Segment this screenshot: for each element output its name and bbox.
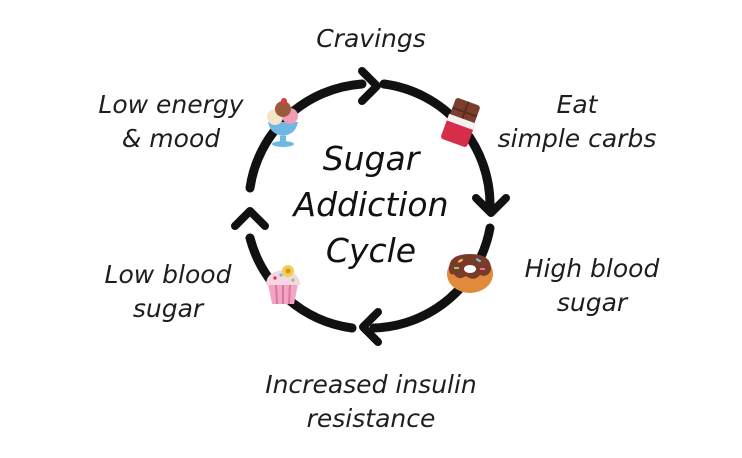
title-line-2: Addiction — [293, 185, 449, 224]
ice-cream-icon — [267, 98, 298, 147]
donut-icon — [447, 254, 493, 293]
title-line-3: Cycle — [325, 231, 417, 270]
stage-label-line: simple carbs — [497, 124, 657, 153]
stage-label-line: sugar — [556, 288, 628, 317]
stage-label-line: Low blood — [104, 260, 232, 289]
stage-label-high-blood-sugar: High blood sugar — [512, 252, 672, 320]
stage-label-line: Cravings — [316, 24, 426, 53]
cupcake-icon — [266, 265, 300, 305]
arrowhead-low-blood-sugar — [231, 207, 269, 230]
stage-label-increased-insulin-resistance: Increased insulin resistance — [256, 368, 486, 436]
stage-label-cravings: Cravings — [296, 22, 446, 56]
diagram-title: Sugar Addiction Cycle — [271, 136, 471, 274]
stage-label-low-blood-sugar: Low blood sugar — [88, 258, 248, 326]
chocolate-bar-icon — [441, 98, 480, 147]
stage-label-line: resistance — [306, 404, 436, 433]
stage-label-low-energy-mood: Low energy & mood — [88, 88, 254, 156]
arrowhead-high-blood-sugar — [359, 308, 382, 346]
stage-label-line: sugar — [132, 294, 204, 323]
arrowhead-eat — [472, 194, 510, 217]
stage-label-line: Increased insulin — [265, 370, 477, 399]
stage-label-line: Eat — [556, 90, 598, 119]
stage-label-eat-simple-carbs: Eat simple carbs — [492, 88, 662, 156]
stage-label-line: Low energy — [98, 90, 244, 119]
title-line-1: Sugar — [322, 139, 420, 178]
arrow-eat-to-high-blood-sugar — [369, 223, 495, 333]
arrowhead-cravings — [358, 67, 381, 105]
stage-label-line: & mood — [121, 124, 221, 153]
stage-label-line: High blood — [524, 254, 660, 283]
